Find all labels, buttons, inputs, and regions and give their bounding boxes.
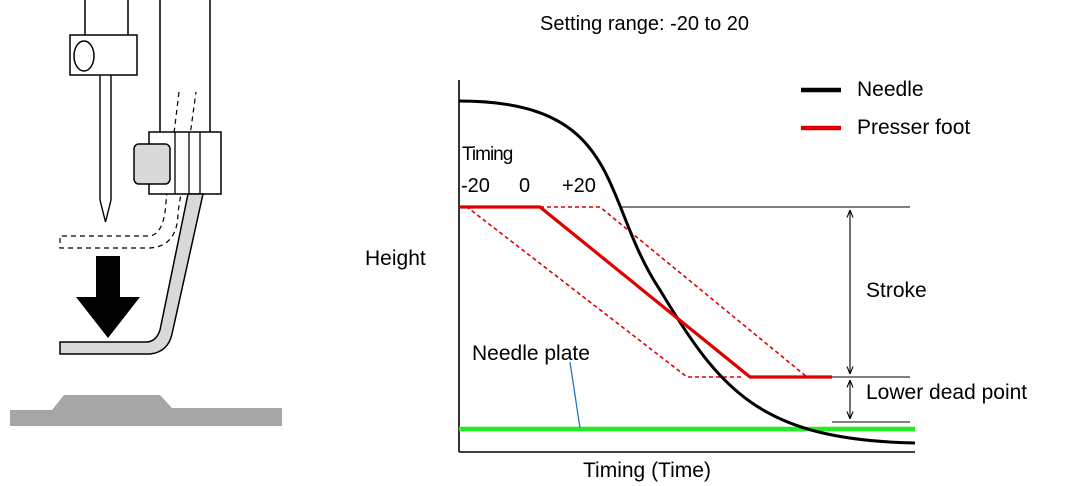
needle-plate-body [10,395,282,426]
raised-presser-foot-outline [59,91,197,249]
timing-value-minus20: -20 [461,175,490,197]
x-axis-label: Timing (Time) [583,459,711,482]
sewing-mechanism-illustration [10,0,282,426]
needle-plate-leader [569,361,581,429]
timing-value-zero: 0 [519,175,530,197]
y-axis-label: Height [365,247,426,270]
legend: Needle Presser foot [801,78,970,139]
timing-label: Timing [462,144,513,165]
stroke-label: Stroke [866,279,927,302]
needle-shape [99,75,112,223]
legend-needle-label: Needle [857,78,924,101]
presser-foot-curve-plus20 [540,206,832,378]
chart-axes [458,80,915,453]
down-arrow-icon [76,256,140,338]
needle-curve [458,99,916,445]
needle-plate-label: Needle plate [472,342,590,365]
lower-dead-point-label: Lower dead point [866,381,1027,404]
presser-clamp-knob [133,143,171,185]
reference-lines [620,206,910,423]
presser-foot-shape [59,193,204,355]
legend-presser-foot-label: Presser foot [857,116,970,139]
setting-range-caption: Setting range: -20 to 20 [540,13,749,35]
clamp-screw [73,40,95,72]
presser-foot-curve [459,205,832,379]
timing-value-plus20: +20 [562,175,596,197]
